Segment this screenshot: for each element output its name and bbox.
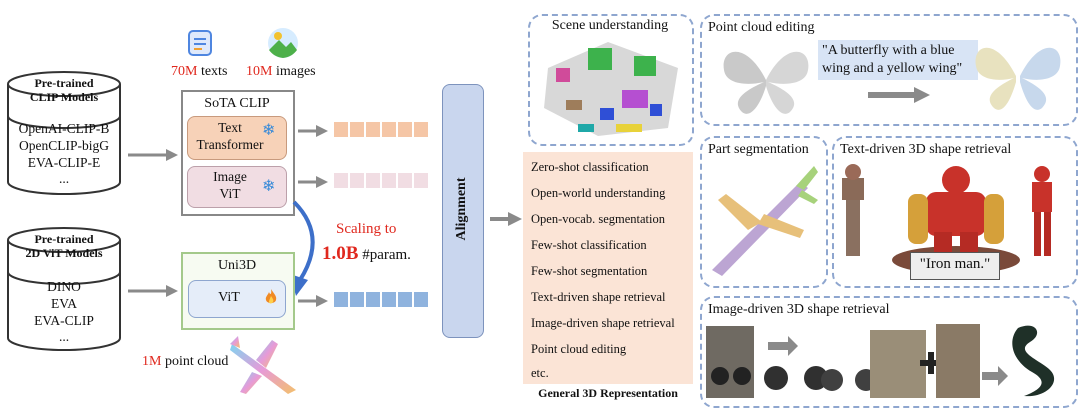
clip-models-list: OpenAI-CLIP-B OpenCLIP-bigG EVA-CLIP-E .… xyxy=(6,120,122,186)
scaling-label: Scaling to xyxy=(336,221,397,237)
list-item: Open-vocab. segmentation xyxy=(531,212,665,226)
uni3d-vit-label: ViT xyxy=(218,290,240,305)
uni3d-title: Uni3D xyxy=(217,258,257,273)
general-3d-representation-caption: General 3D Representation xyxy=(538,386,678,400)
fire-trainable-icon xyxy=(265,289,277,304)
arrow-right-icon xyxy=(298,125,328,137)
list-item: DINO xyxy=(47,279,81,294)
text-query-label: "Iron man." xyxy=(919,256,991,272)
edit-prompt-box xyxy=(818,40,978,80)
list-item: Image-driven shape retrieval xyxy=(531,316,675,330)
snowflake-frozen-icon: ❄ xyxy=(262,178,276,195)
text-token-sequence xyxy=(334,122,430,137)
list-item: ... xyxy=(58,171,70,186)
scaling-param-count: 1.0B #param. xyxy=(322,243,411,264)
arrow-right-icon xyxy=(298,295,328,307)
airplane-part-segmentation-illustration xyxy=(712,166,818,276)
scene-segmentation-illustration xyxy=(544,42,678,136)
arrow-right-icon xyxy=(128,149,178,161)
list-item: Zero-shot classification xyxy=(531,160,649,174)
text-document-icon xyxy=(188,30,212,56)
image-retrieval-examples-illustration xyxy=(706,324,1055,398)
list-item: Point cloud editing xyxy=(531,342,627,356)
point-cloud-token-sequence xyxy=(334,292,430,307)
vit-models-list: DINO EVA EVA-CLIP ... xyxy=(6,278,122,344)
texts-stat: 70M texts xyxy=(171,64,228,79)
list-item: Text-driven shape retrieval xyxy=(531,290,666,304)
list-item: EVA xyxy=(50,296,77,311)
arrow-right-icon xyxy=(868,87,930,103)
scene-understanding-title: Scene understanding xyxy=(551,18,669,33)
vit-models-database-icon xyxy=(7,227,121,351)
sota-clip-title: SoTA CLIP xyxy=(204,96,270,111)
alignment-bar xyxy=(442,84,484,338)
image-token-sequence xyxy=(334,173,430,188)
clip-models-database-icon xyxy=(7,71,121,195)
arrow-right-icon xyxy=(490,212,522,226)
list-item: Open-world understanding xyxy=(531,186,666,200)
point-cloud-stat: 1M point cloud xyxy=(142,354,229,369)
list-item: ... xyxy=(58,329,70,344)
list-item: Few-shot classification xyxy=(531,238,647,252)
list-item: OpenAI-CLIP-B xyxy=(18,121,110,136)
image-vit-block xyxy=(187,166,287,208)
butterfly-point-cloud-gray xyxy=(723,51,809,114)
images-stat: 10M images xyxy=(246,64,316,79)
list-item: OpenCLIP-bigG xyxy=(19,138,109,153)
text-query-box xyxy=(910,252,1000,280)
list-item: Few-shot segmentation xyxy=(531,264,648,278)
landscape-image-icon xyxy=(268,28,298,58)
alignment-label: Alignment xyxy=(454,177,469,241)
tasks-list-box: Zero-shot classification Open-world unde… xyxy=(523,152,693,384)
part-segmentation-title: Part segmentation xyxy=(708,142,809,157)
text-transformer-block xyxy=(187,116,287,160)
snowflake-frozen-icon: ❄ xyxy=(262,122,276,139)
arrow-right-icon xyxy=(298,176,328,188)
clip-models-title: Pre-trained CLIP Models xyxy=(29,76,99,104)
point-cloud-editing-title: Point cloud editing xyxy=(708,20,815,35)
list-item: EVA-CLIP-E xyxy=(27,155,101,170)
arrow-right-icon xyxy=(128,285,178,297)
list-item: EVA-CLIP xyxy=(34,313,94,328)
list-item: etc. xyxy=(531,366,549,380)
text-driven-retrieval-title: Text-driven 3D shape retrieval xyxy=(840,142,1012,157)
image-driven-retrieval-title: Image-driven 3D shape retrieval xyxy=(708,302,890,317)
butterfly-point-cloud-colored xyxy=(975,47,1061,110)
point-cloud-airplane-illustration xyxy=(230,336,296,394)
vit-models-title: Pre-trained 2D ViT Models xyxy=(25,232,103,260)
